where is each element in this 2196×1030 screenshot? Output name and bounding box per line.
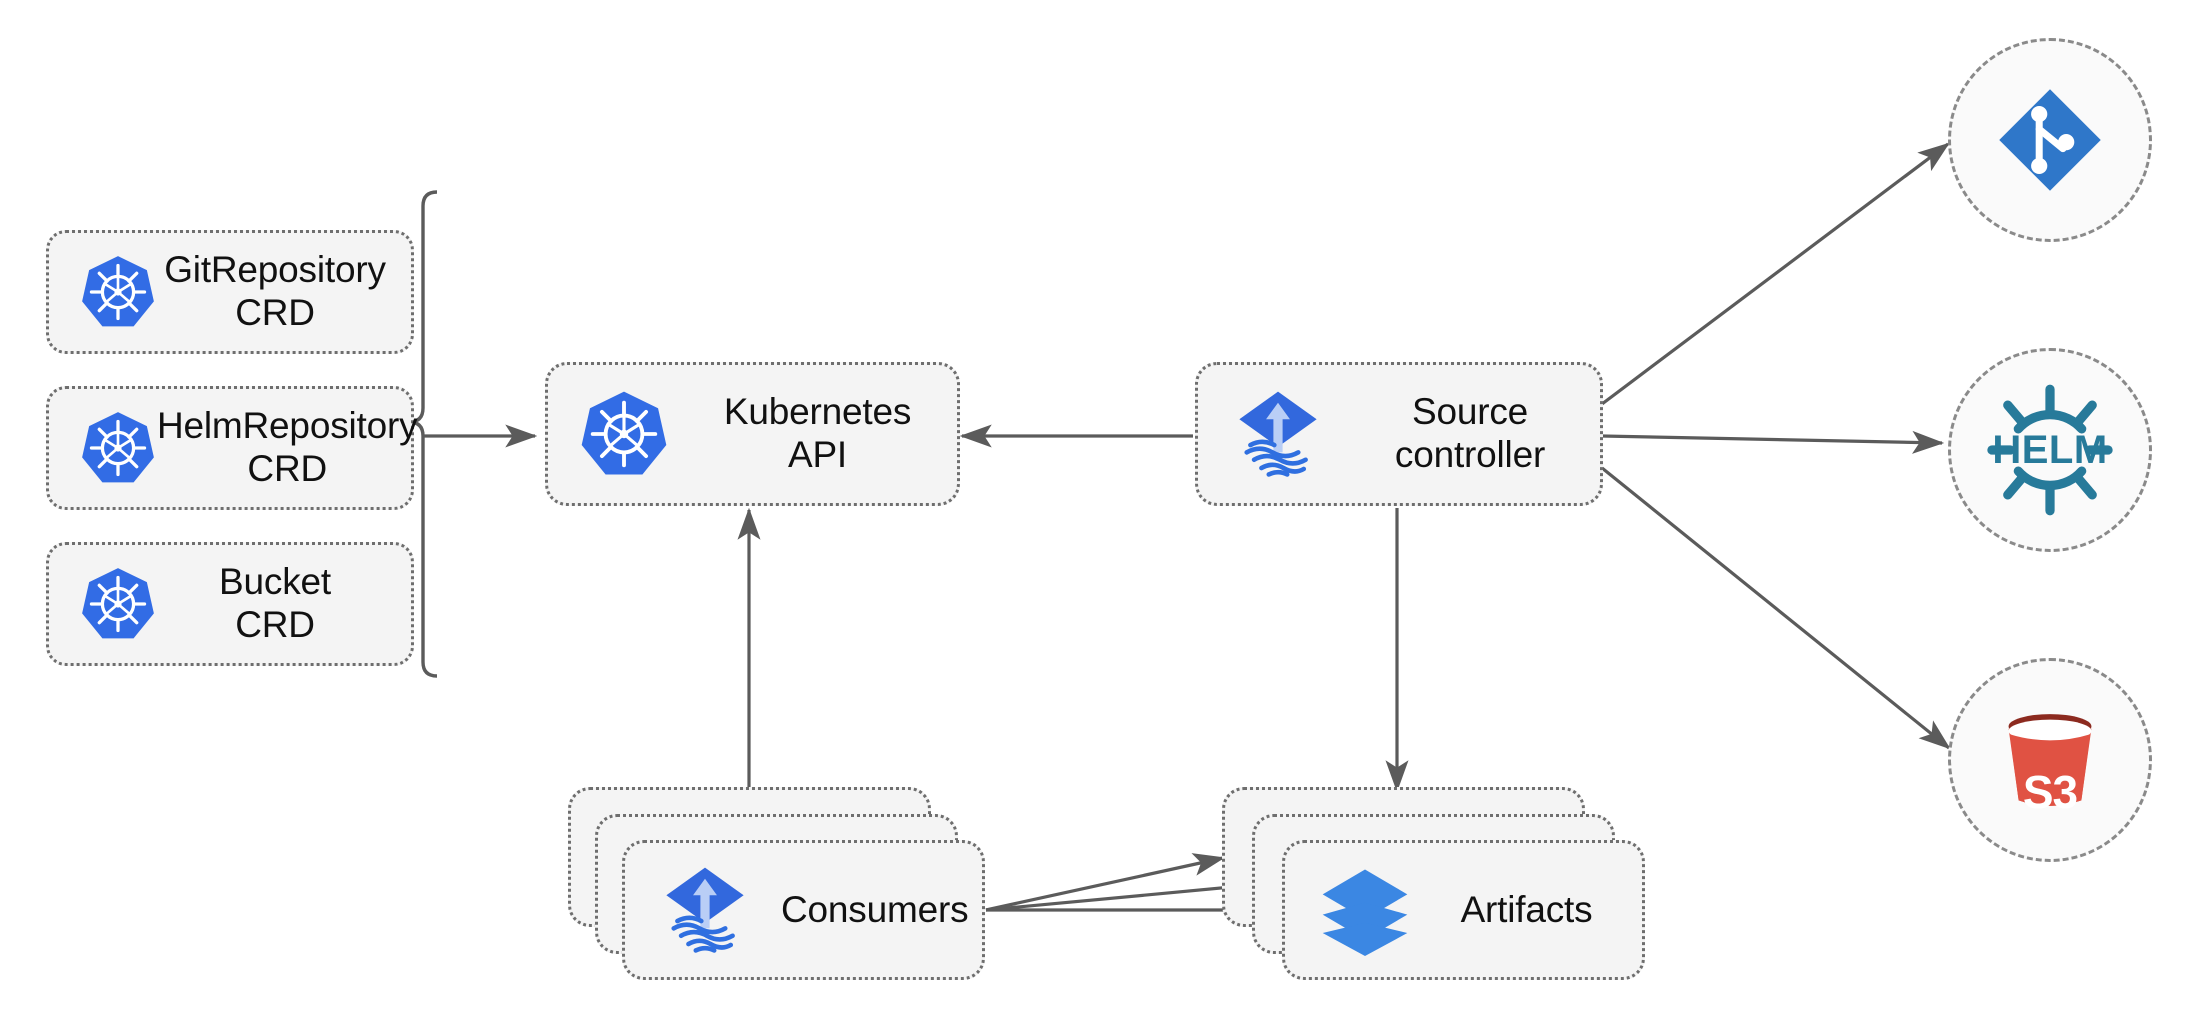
kubernetes-icon (79, 409, 157, 487)
node-label-consumers: Consumers (781, 888, 969, 930)
artifacts-card-front[interactable]: Artifacts (1282, 840, 1645, 980)
node-source-controller[interactable]: Source controller (1195, 362, 1603, 506)
crd-box-gitrepository[interactable]: GitRepository CRD (46, 230, 414, 354)
git-icon (1996, 86, 2104, 194)
crd-box-helmrepository[interactable]: HelmRepository CRD (46, 386, 418, 510)
layers-icon (1319, 864, 1411, 956)
kubernetes-icon (79, 253, 157, 331)
edge-source-controller-to-s3 (1600, 466, 1951, 750)
s3-wordmark: S3 (2022, 766, 2078, 818)
external-helm[interactable]: HELM (1948, 348, 2152, 552)
node-kubernetes-api[interactable]: Kubernetes API (545, 362, 960, 506)
crd-box-bucket[interactable]: Bucket CRD (46, 542, 414, 666)
node-consumers-stack[interactable]: Consumers (568, 787, 988, 987)
edge-source-controller-to-helm (1601, 430, 1945, 454)
crd-label-helmrepository: HelmRepository CRD (157, 405, 418, 489)
external-s3[interactable]: S3 (1948, 658, 2152, 862)
node-label-source-controller: Source controller (1394, 391, 1546, 475)
helm-wordmark: HELM (1992, 427, 2108, 472)
crd-label-bucket: Bucket CRD (219, 561, 331, 645)
kubernetes-icon (578, 388, 670, 480)
crd-label-gitrepository: GitRepository CRD (164, 249, 386, 333)
flux-icon (1232, 388, 1324, 480)
node-label-kubernetes-api: Kubernetes API (723, 391, 912, 475)
edge-source-controller-to-git (1601, 142, 1950, 406)
edge-consumers-to-artifacts-1 (985, 853, 1226, 912)
edge-consumers-to-artifacts-2 (985, 876, 1256, 912)
node-label-artifacts: Artifacts (1460, 888, 1593, 930)
flux-icon (659, 864, 751, 956)
node-artifacts-stack[interactable]: Artifacts (1222, 787, 1645, 987)
kubernetes-icon (79, 565, 157, 643)
external-git[interactable] (1948, 38, 2152, 242)
consumers-card-front[interactable]: Consumers (622, 840, 985, 980)
